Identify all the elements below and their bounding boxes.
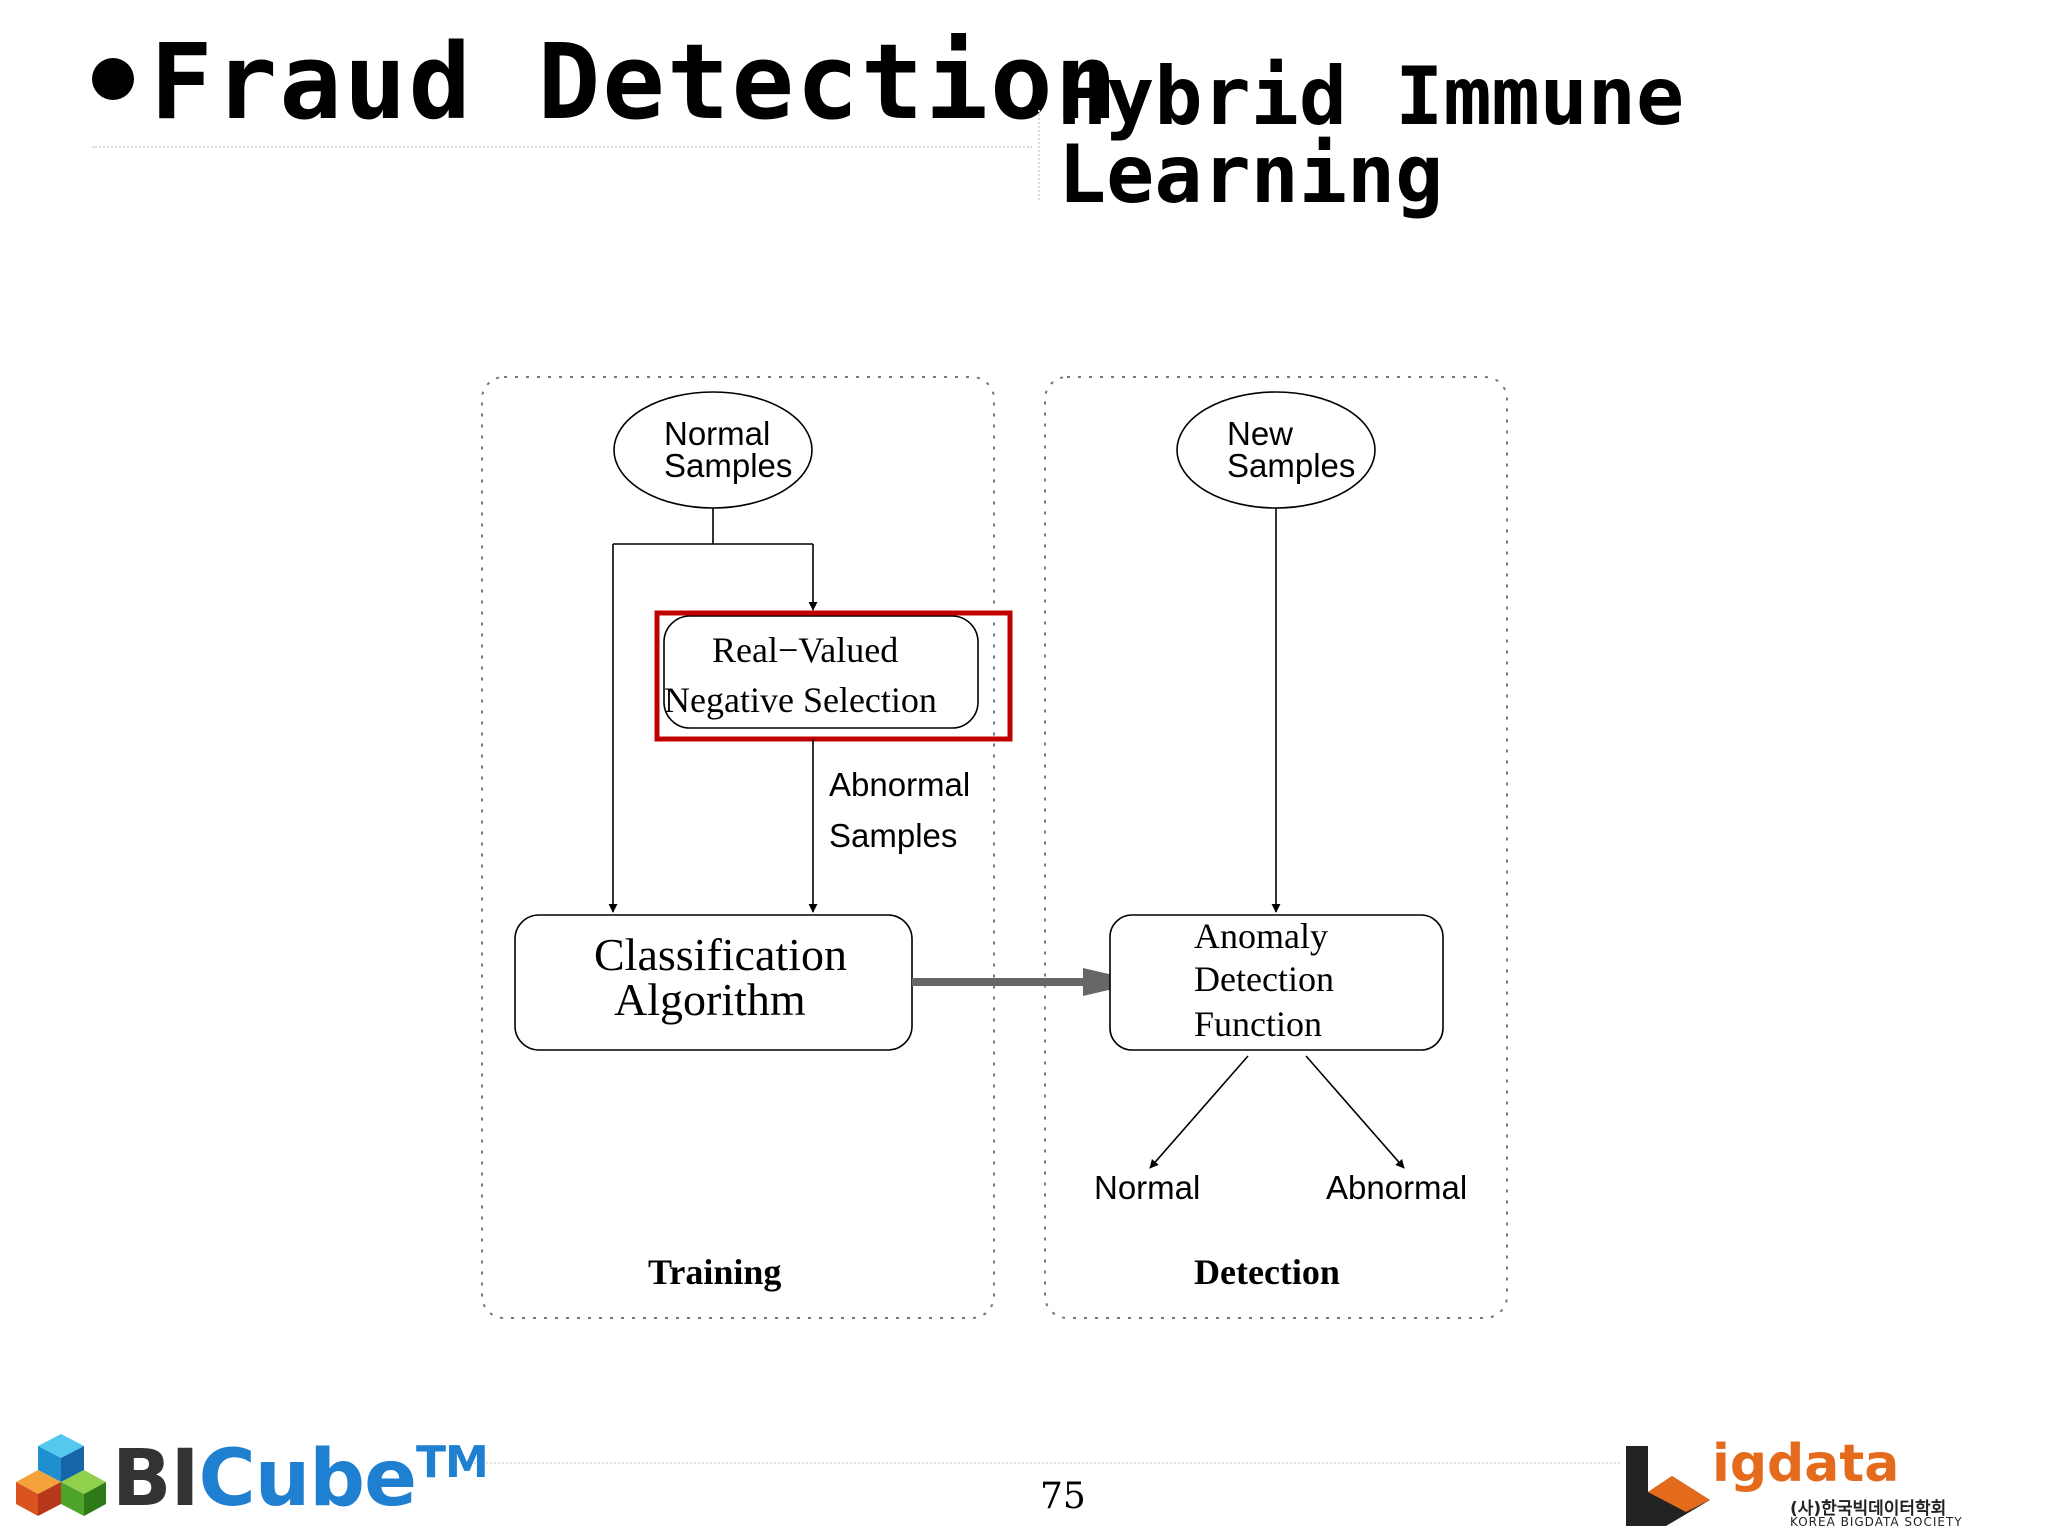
negative-selection-node (663, 615, 979, 729)
bicube-logo-cube: Cube (198, 1434, 417, 1524)
training-panel-label: Training (648, 1252, 781, 1292)
title-vertical-divider (1038, 110, 1040, 200)
normal-samples-label-2: Samples (664, 447, 792, 484)
anomaly-detection-node (1109, 914, 1444, 1051)
bigdata-b-icon (1626, 1446, 1710, 1526)
abnormal-samples-label-2: Samples (829, 817, 957, 854)
anomaly-label-2: Detection (1194, 959, 1334, 999)
new-samples-label-2: Samples (1227, 447, 1355, 484)
slide-subtitle-line1: Hybrid Immune (1058, 50, 1685, 143)
slide-subtitle: Hybrid Immune Learning (1058, 50, 1685, 221)
bicube-cube-icon (16, 1434, 106, 1516)
arrow-to-abnormal-output (1305, 1055, 1405, 1169)
classification-label-2: Algorithm (614, 974, 806, 1025)
bigdata-korean-name: (사)한국빅데이터학회 (1790, 1499, 1947, 1519)
footer-divider (470, 1462, 1620, 1464)
output-normal-label: Normal (1094, 1169, 1200, 1206)
bigdata-english-name: KOREA BIGDATA SOCIETY (1790, 1515, 1963, 1529)
output-abnormal-label: Abnormal (1326, 1169, 1467, 1206)
arrow-to-normal-output (1149, 1055, 1249, 1169)
normal-samples-label-1: Normal (664, 415, 770, 452)
bicube-logo-bi: BI (112, 1434, 199, 1524)
bigdata-logo-text: igdata (1712, 1434, 1900, 1494)
slide-title: Fraud Detection (150, 21, 1120, 143)
page-number: 75 (1040, 1476, 1086, 1517)
anomaly-label-3: Function (1194, 1004, 1322, 1044)
anomaly-label-1: Anomaly (1194, 916, 1328, 956)
normal-samples-branch (613, 508, 813, 545)
negative-selection-label-2: Negative Selection (664, 680, 937, 720)
bicube-logo-text: BICubeTM (112, 1437, 489, 1518)
detection-panel-label: Detection (1194, 1252, 1340, 1292)
detection-panel (1044, 376, 1508, 1319)
title-bullet (92, 58, 134, 100)
training-panel (481, 376, 995, 1319)
bicube-logo-tm: TM (416, 1437, 489, 1488)
classification-label-1: Classification (594, 929, 847, 980)
title-divider (92, 146, 1032, 148)
negative-selection-label-1: Real−Valued (712, 630, 898, 670)
negative-selection-highlight (654, 610, 1013, 742)
slide-subtitle-line2: Learning (1058, 128, 1444, 221)
abnormal-samples-label-1: Abnormal (829, 766, 970, 803)
new-samples-label-1: New (1227, 415, 1293, 452)
